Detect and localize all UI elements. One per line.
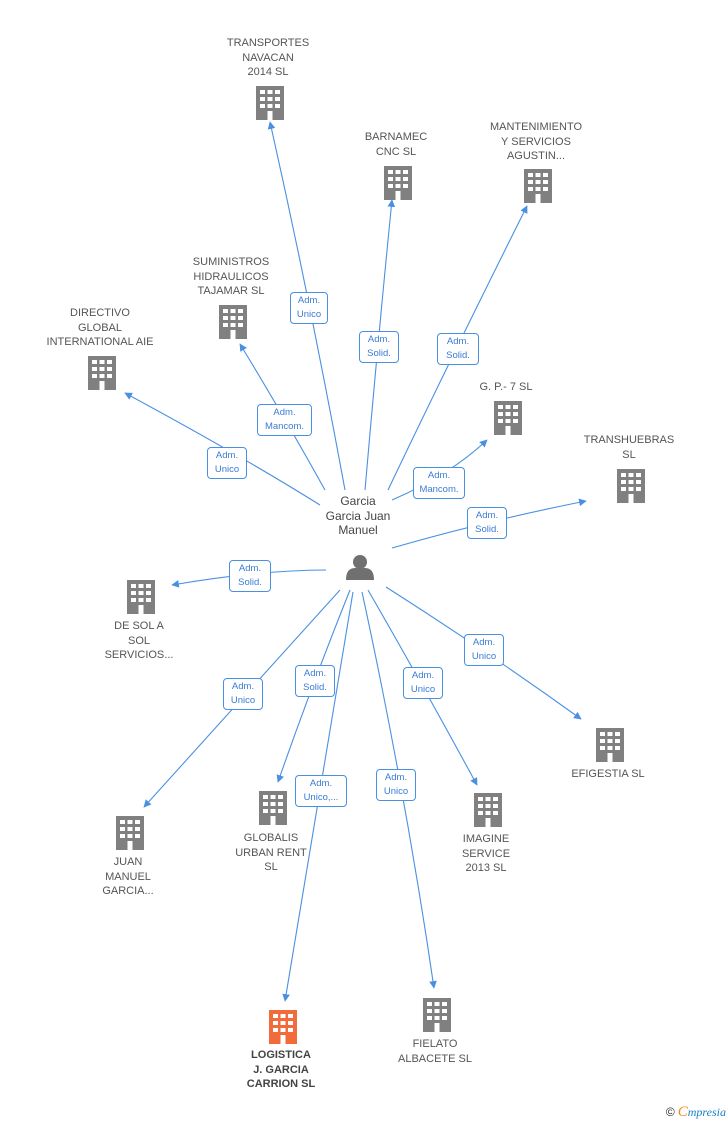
company-label-transportes[interactable]: TRANSPORTES NAVACAN 2014 SL xyxy=(226,37,310,78)
role-badge-barnamec: Adm. Solid. xyxy=(359,331,399,363)
role-badge-transportes: Adm. Unico xyxy=(290,292,328,324)
role-badge-mantenimiento: Adm. Solid. xyxy=(437,333,479,365)
company-label-suministros[interactable]: SUMINISTROS HIDRAULICOS TAJAMAR SL xyxy=(192,256,270,297)
center-person-name: Garcia Garcia Juan Manuel xyxy=(325,494,391,537)
building-icon-imagine[interactable] xyxy=(474,793,502,827)
company-label-imagine[interactable]: IMAGINE SERVICE 2013 SL xyxy=(461,833,511,874)
building-icon-barnamec[interactable] xyxy=(384,166,412,200)
role-badge-gp7: Adm. Mancom. xyxy=(413,467,465,499)
building-icon-fielato[interactable] xyxy=(423,998,451,1032)
role-badge-juanmanuel: Adm. Unico xyxy=(223,678,263,710)
company-label-fielato[interactable]: FIELATO ALBACETE SL xyxy=(398,1038,472,1065)
role-badge-directivo: Adm. Unico xyxy=(207,447,247,479)
company-label-barnamec[interactable]: BARNAMEC CNC SL xyxy=(364,131,428,158)
building-icon-efigestia[interactable] xyxy=(596,728,624,762)
company-label-logistica[interactable]: LOGISTICA J. GARCIA CARRION SL xyxy=(246,1049,316,1090)
building-icon-globalis[interactable] xyxy=(259,791,287,825)
company-label-juanmanuel[interactable]: JUAN MANUEL GARCIA... xyxy=(102,856,154,897)
building-icon-logistica[interactable] xyxy=(269,1010,297,1044)
company-label-directivo[interactable]: DIRECTIVO GLOBAL INTERNATIONAL AIE xyxy=(46,307,154,348)
building-icon-suministros[interactable] xyxy=(219,305,247,339)
company-label-transhuebras[interactable]: TRANSHUEBRAS SL xyxy=(583,434,675,461)
building-icon-transhuebras[interactable] xyxy=(617,469,645,503)
building-icon-mantenimiento[interactable] xyxy=(524,169,552,203)
person-icon[interactable] xyxy=(346,555,374,580)
building-icon-directivo[interactable] xyxy=(88,356,116,390)
empresia-brand-logo: © Cmpresia xyxy=(665,1104,726,1120)
role-badge-logistica: Adm. Unico,... xyxy=(295,775,347,807)
company-label-gp7[interactable]: G. P.- 7 SL xyxy=(479,381,533,393)
role-badge-imagine: Adm. Unico xyxy=(403,667,443,699)
role-badge-fielato: Adm. Unico xyxy=(376,769,416,801)
role-badge-transhuebras: Adm. Solid. xyxy=(467,507,507,539)
role-badge-desol: Adm. Solid. xyxy=(229,560,271,592)
role-badge-globalis: Adm. Solid. xyxy=(295,665,335,697)
building-icon-transportes[interactable] xyxy=(256,86,284,120)
company-label-mantenimiento[interactable]: MANTENIMIENTO Y SERVICIOS AGUSTIN... xyxy=(489,121,583,162)
company-label-desol[interactable]: DE SOL A SOL SERVICIOS... xyxy=(104,620,174,661)
role-badge-efigestia: Adm. Unico xyxy=(464,634,504,666)
building-icon-juanmanuel[interactable] xyxy=(116,816,144,850)
company-label-globalis[interactable]: GLOBALIS URBAN RENT SL xyxy=(235,832,307,873)
building-icon-desol[interactable] xyxy=(127,580,155,614)
building-icon-gp7[interactable] xyxy=(494,401,522,435)
company-label-efigestia[interactable]: EFIGESTIA SL xyxy=(571,768,645,780)
role-badge-suministros: Adm. Mancom. xyxy=(257,404,312,436)
